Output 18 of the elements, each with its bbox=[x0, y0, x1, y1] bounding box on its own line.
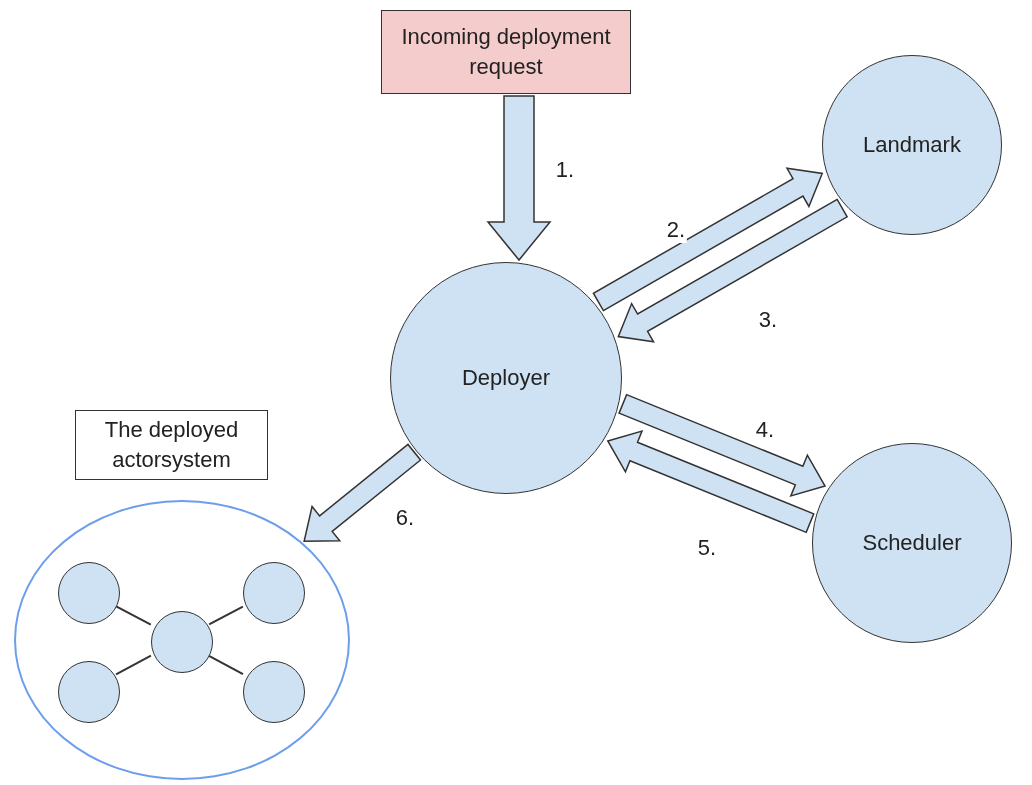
note-box bbox=[75, 410, 268, 480]
block-arrow bbox=[592, 167, 824, 312]
node-label: Deployer bbox=[461, 364, 550, 393]
connector-line bbox=[115, 605, 152, 626]
block-arrow bbox=[618, 393, 827, 498]
connector-line bbox=[208, 654, 244, 676]
node-label: Scheduler bbox=[862, 529, 962, 558]
block-arrow bbox=[486, 95, 552, 262]
node-label: Landmark bbox=[863, 131, 961, 160]
block-arrow bbox=[303, 443, 422, 542]
block-arrow bbox=[606, 429, 815, 534]
node-label: The deployed actorsystem bbox=[103, 416, 240, 474]
request-box bbox=[381, 10, 631, 94]
system-ellipse bbox=[14, 500, 350, 780]
node-label: Incoming deployment request bbox=[400, 23, 612, 81]
connector-line bbox=[208, 605, 244, 626]
connector-line bbox=[115, 654, 152, 676]
block-arrow bbox=[617, 198, 849, 343]
